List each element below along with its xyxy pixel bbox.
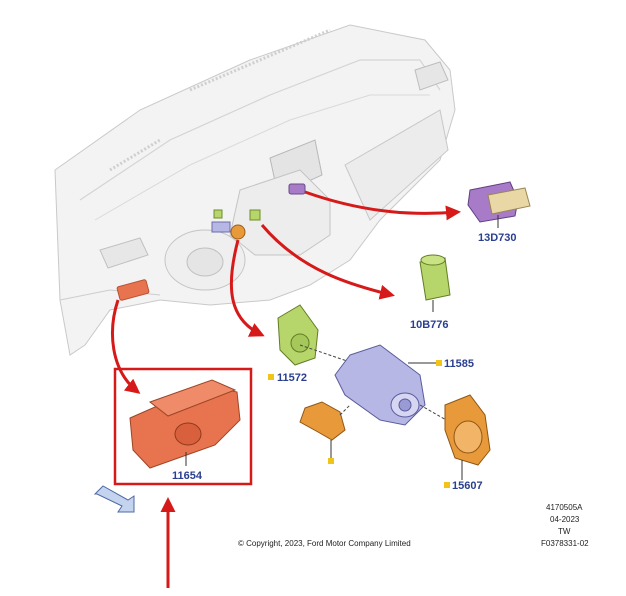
dashboard-part-markers bbox=[116, 183, 306, 301]
label-11654: 11654 bbox=[172, 470, 203, 482]
meta-line-3: TW bbox=[558, 527, 571, 536]
label-11585: 11585 bbox=[444, 358, 474, 370]
meta-line-4: F0378331-02 bbox=[541, 539, 589, 548]
copyright-notice: © Copyright, 2023, Ford Motor Company Li… bbox=[238, 539, 411, 548]
part-15607-illustration bbox=[444, 394, 491, 480]
part-11572-illustration bbox=[277, 304, 351, 366]
orientation-arrow bbox=[93, 485, 135, 513]
label-10B776: 10B776 bbox=[410, 319, 449, 331]
label-13D730: 13D730 bbox=[478, 232, 517, 244]
callout-arrows bbox=[111, 190, 461, 588]
part-unlabeled-orange-illustration bbox=[299, 401, 351, 458]
part-11654-illustration bbox=[129, 379, 241, 469]
marker-unlabeled bbox=[328, 458, 334, 464]
part-11585-illustration bbox=[334, 344, 456, 426]
marker-15607 bbox=[444, 482, 450, 488]
part-13D730-illustration bbox=[467, 181, 531, 228]
part-10B776-illustration bbox=[419, 254, 451, 312]
marker-11572 bbox=[268, 374, 274, 380]
meta-line-2: 04-2023 bbox=[550, 515, 580, 524]
meta-line-1: 4170505A bbox=[546, 503, 583, 512]
marker-11585 bbox=[436, 360, 442, 366]
label-15607: 15607 bbox=[452, 480, 483, 492]
label-11572: 11572 bbox=[277, 372, 307, 384]
callout-box-11654 bbox=[113, 367, 253, 486]
